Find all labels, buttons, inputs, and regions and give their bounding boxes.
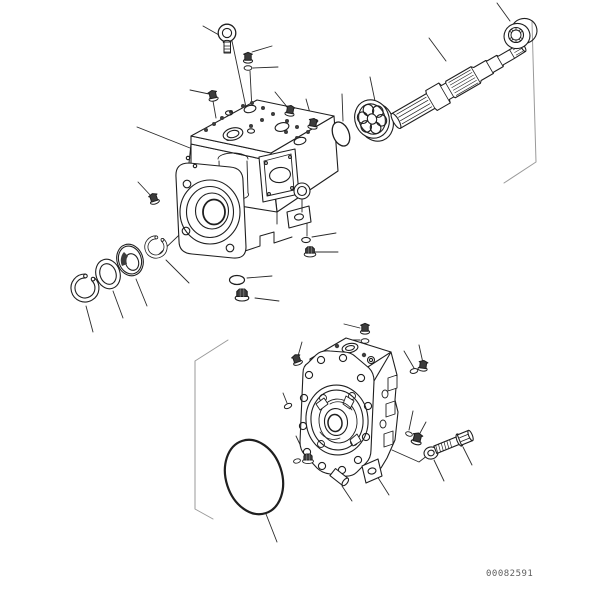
hex-plug-top-b	[206, 89, 220, 103]
hex-plug-top-a	[242, 51, 254, 64]
drive-shaft	[390, 42, 527, 130]
o-ring-rear-right	[409, 367, 419, 375]
match-boundary-line-right	[503, 21, 537, 184]
hex-plug-rear-right	[417, 359, 429, 373]
end-cover-housing	[298, 337, 399, 484]
hex-plug-right	[303, 246, 317, 258]
snap-ring-outer	[70, 273, 100, 303]
side-o-ring-large	[331, 121, 351, 147]
o-ring-rear-mid	[404, 430, 414, 438]
shaft-coupling	[503, 17, 538, 50]
callout-leader-lines	[85, 2, 511, 543]
case-o-ring	[223, 438, 285, 516]
drain-plug-bottom	[234, 288, 250, 302]
oil-seal	[95, 258, 121, 290]
lock-nut	[302, 453, 314, 465]
o-ring-right	[301, 236, 311, 244]
o-ring-top-a	[243, 65, 253, 71]
hex-plug-rear-left	[290, 352, 304, 367]
o-ring-rear-top	[360, 338, 370, 344]
drawing-number: 00082591	[486, 569, 534, 579]
eye-bolt	[217, 23, 237, 54]
o-ring-bottom	[228, 274, 246, 286]
shaft-bearing	[116, 243, 144, 277]
o-ring-side	[282, 401, 294, 411]
pump-housing	[175, 99, 339, 259]
snap-ring-inner	[144, 235, 168, 259]
match-boundary-line-left	[194, 339, 229, 520]
o-ring-nut	[292, 457, 302, 465]
hex-plug-rear-top	[359, 322, 371, 335]
rear-pump-assembly	[223, 322, 474, 516]
front-pump-assembly	[70, 17, 538, 303]
piston-retainer-disc	[354, 99, 394, 142]
flanged-bolt	[433, 429, 474, 455]
